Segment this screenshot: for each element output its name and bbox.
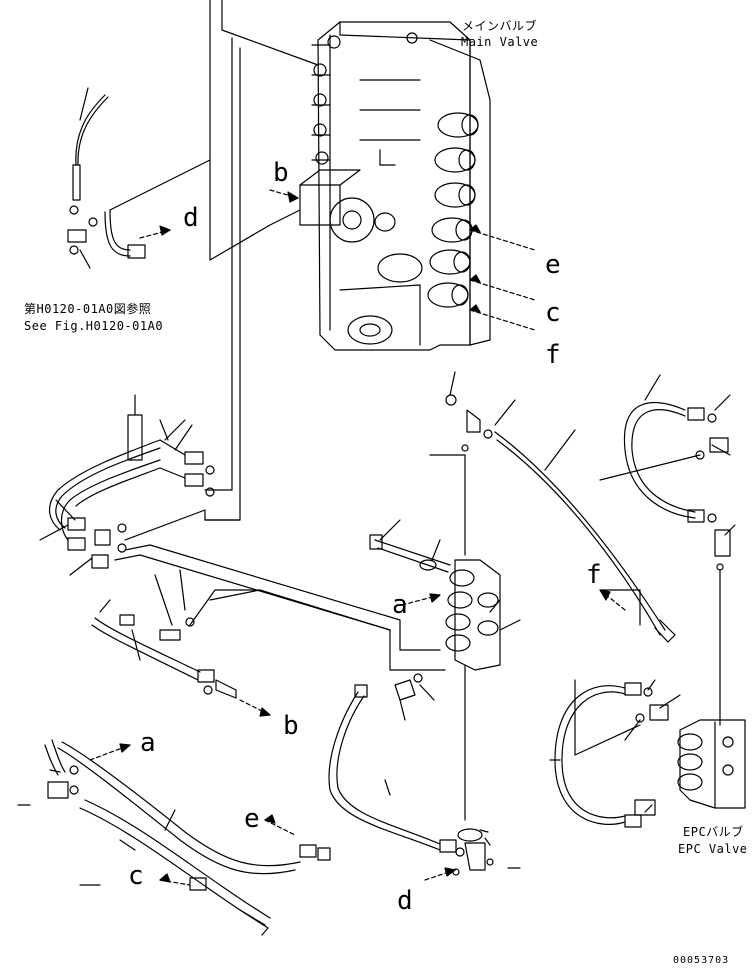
pipe-routing-outline [109,0,319,521]
main-valve-spool-plugs [313,32,479,308]
leader-lines [17,87,736,886]
hose-main-to-epc [445,394,676,643]
hose-b-lower [91,614,237,699]
center-distribution-block [369,534,501,671]
connection-arrows [89,189,626,886]
epc-valve-label-en: EPC Valve [678,842,748,856]
connection-letter-f-main: f [545,340,561,370]
connection-letter-b-top: b [273,158,289,188]
connection-letter-d-top: d [183,203,199,233]
hose-d-bottom [328,673,494,876]
connection-letter-f-right: f [586,560,602,590]
connection-letter-e-lower: e [244,804,260,834]
arrow-heads [119,191,611,883]
vertical-reference-line [457,444,483,842]
figure-reference-label-en: See Fig.H0120-01A0 [24,319,164,333]
hose-top-left [67,94,146,269]
epc-valve-label-jp: EPCバルブ [683,825,744,839]
tube-bottom-left [44,739,331,936]
tube-lines-center [114,509,446,671]
main-valve-label-en: Main Valve [461,35,539,49]
hose-bundle-left [49,394,215,569]
connection-letter-a-center: a [392,590,408,620]
connection-letter-e-main: e [545,250,561,280]
hose-upper-right [599,402,731,557]
main-valve-body [299,21,491,351]
epc-valve-body [574,563,746,809]
connection-letter-d-bottom: d [397,886,413,916]
main-valve-label-jp: メインバルブ [462,19,538,33]
connection-letter-c-main: c [545,298,561,328]
figure-reference-label-jp: 第H0120-01A0図参照 [24,302,152,316]
hose-epc-loop [554,589,669,828]
connection-letter-c-lower: c [128,861,144,891]
connection-letter-b-lower: b [283,711,299,741]
part-number: 00053703 [673,955,730,966]
connection-letter-a-lower-left: a [140,728,156,758]
